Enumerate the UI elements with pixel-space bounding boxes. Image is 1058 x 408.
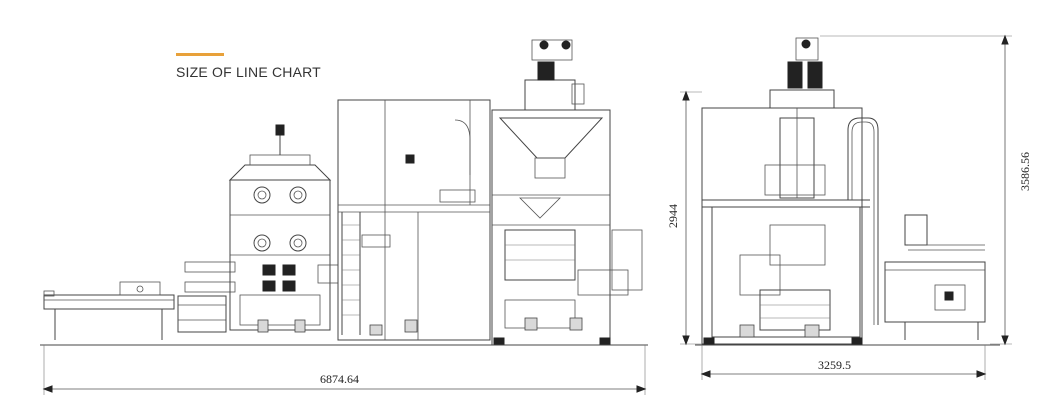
height-dimension [680,90,702,346]
side-machine-frame [701,37,879,345]
hopper-tower [491,39,643,346]
front-view [40,39,648,346]
page-title: SIZE OF LINE CHART [176,64,321,80]
side-total-height-label: 3586.56 [1018,152,1032,191]
feeder-table [177,261,236,333]
infeed-conveyor [43,281,175,340]
length-dimension [42,345,647,395]
heading-accent-bar [176,53,224,56]
side-width-label: 3259.5 [818,358,851,372]
side-height-label: 2944 [666,204,680,228]
outfeed-conveyor [884,214,986,340]
width-dimension [700,345,987,380]
line-length-label: 6874.64 [320,372,359,386]
platform-frame [337,99,491,341]
rotary-machine [228,124,339,333]
side-view [695,37,1000,346]
total-height-dimension [820,34,1012,346]
